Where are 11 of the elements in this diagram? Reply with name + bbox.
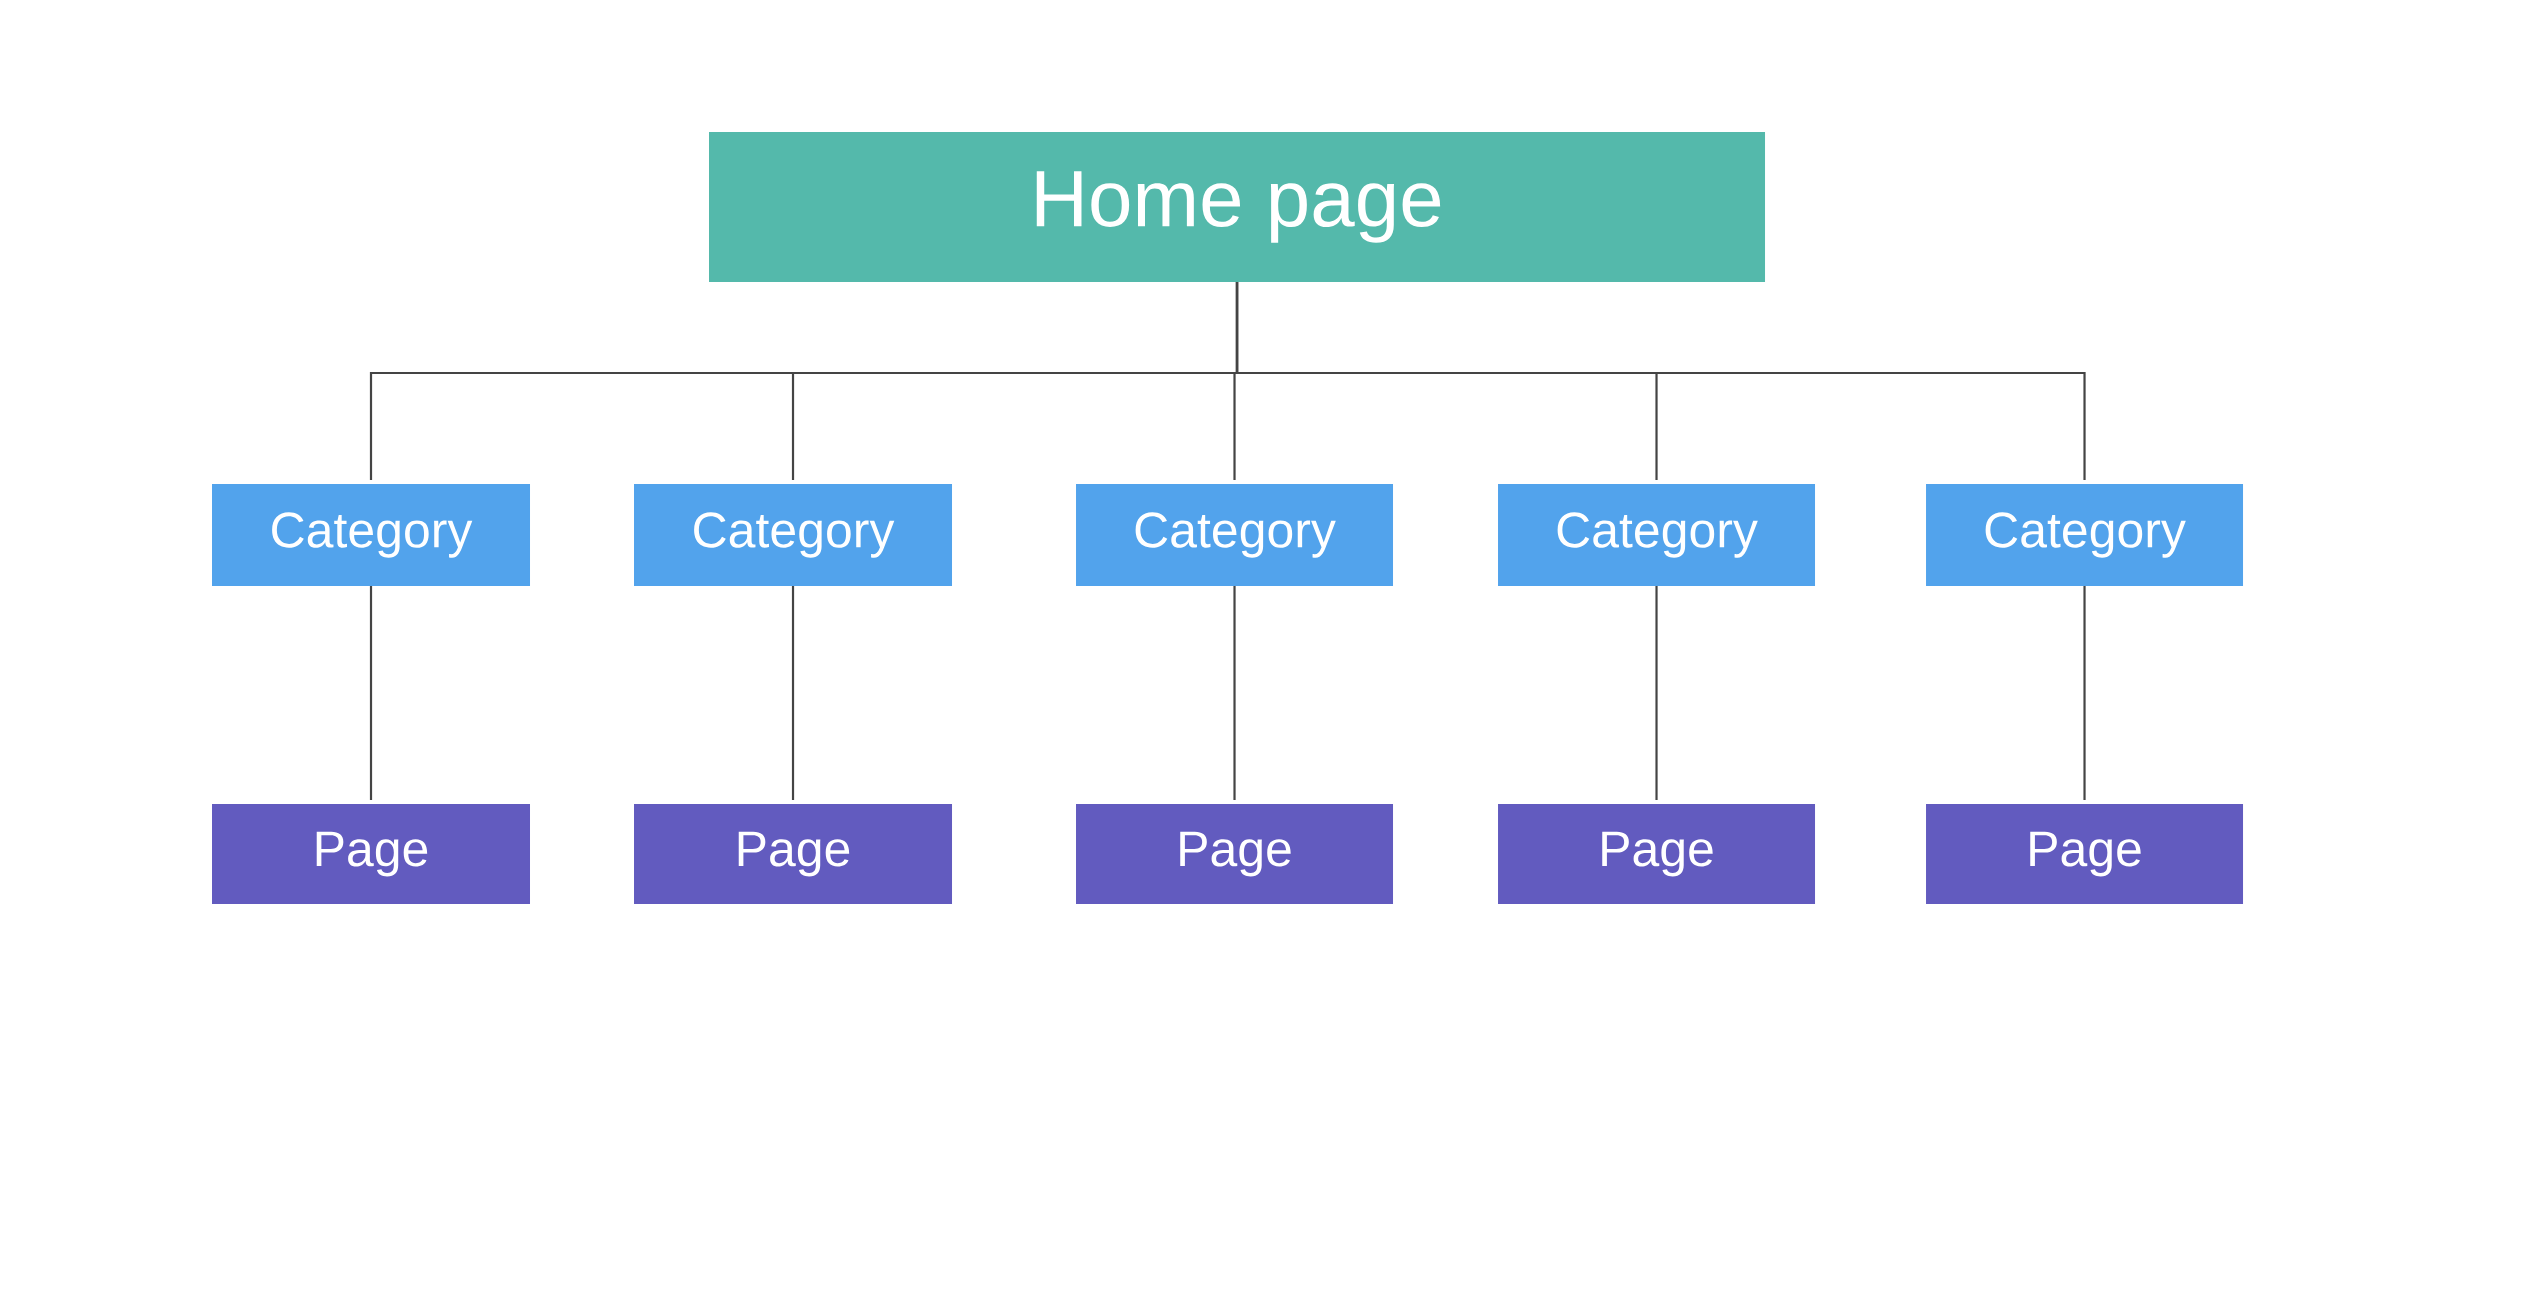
category-box: Category	[634, 484, 952, 586]
page-box: Page	[212, 804, 530, 904]
category-box: Category	[212, 484, 530, 586]
page-box: Page	[1498, 804, 1815, 904]
category-box: Category	[1926, 484, 2244, 586]
home-page-box: Home page	[709, 132, 1765, 282]
category-box: Category	[1076, 484, 1393, 586]
page-box: Page	[634, 804, 952, 904]
category-box: Category	[1498, 484, 1815, 586]
page-box: Page	[1076, 804, 1393, 904]
page-box: Page	[1926, 804, 2244, 904]
